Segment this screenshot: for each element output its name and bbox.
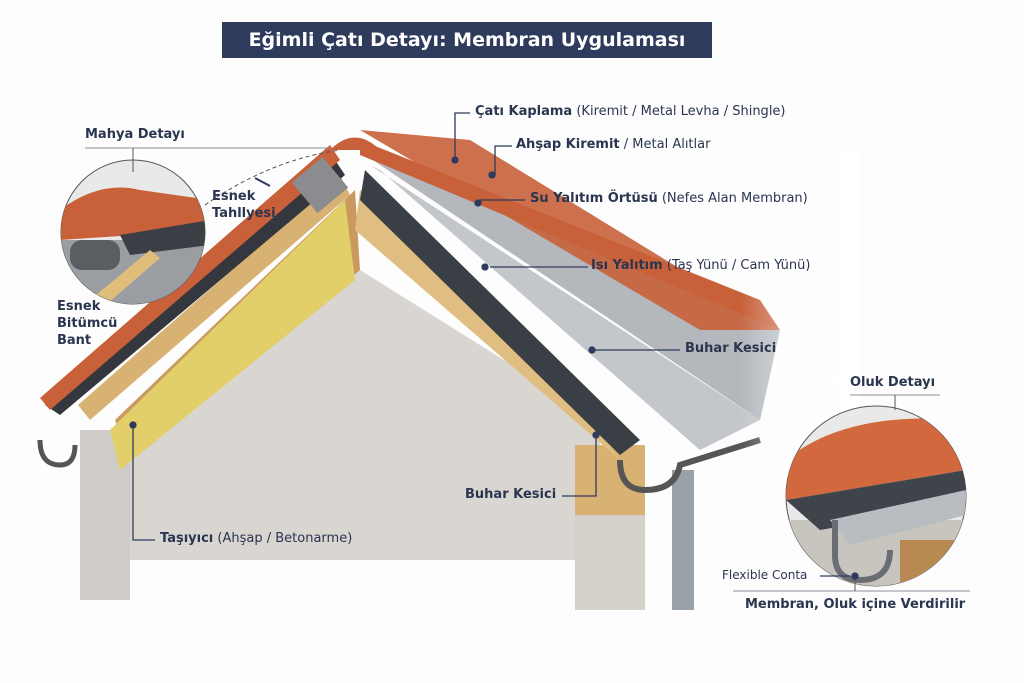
left-roof-section xyxy=(37,145,360,470)
label-vapor-barrier-top: Buhar Kesici xyxy=(685,341,777,356)
label-vapor-barrier-bottom: Buhar Kesici xyxy=(465,487,557,502)
label-membrane-into-gutter: Membran, Oluk içine Verdirilir xyxy=(745,597,966,612)
label-structure: Taşıyıcı (Ahşap / Betonarme) xyxy=(160,531,353,546)
label-roof-covering: Çatı Kaplama (Kiremit / Metal Levha / Sh… xyxy=(475,104,786,119)
label-flexible-gasket: Flexible Conta xyxy=(722,568,808,582)
leader-lines xyxy=(129,112,859,580)
label-ridge-detail: Mahya Detayı xyxy=(85,127,185,142)
label-insulation: Isı Yalıtım (Taş Yünü / Cam Yünü) xyxy=(591,258,811,273)
right-roof-section xyxy=(291,130,860,500)
ridge-detail-circle xyxy=(60,147,341,305)
label-waterproofing: Su Yalıtım Örtüsü (Nefes Alan Membran) xyxy=(530,191,808,206)
diagram-title: Eğimli Çatı Detayı: Membran Uygulaması xyxy=(222,22,712,58)
label-gutter-detail: Oluk Detayı xyxy=(850,375,936,390)
label-battens: Ahşap Kiremit / Metal Alıtlar xyxy=(516,137,711,152)
